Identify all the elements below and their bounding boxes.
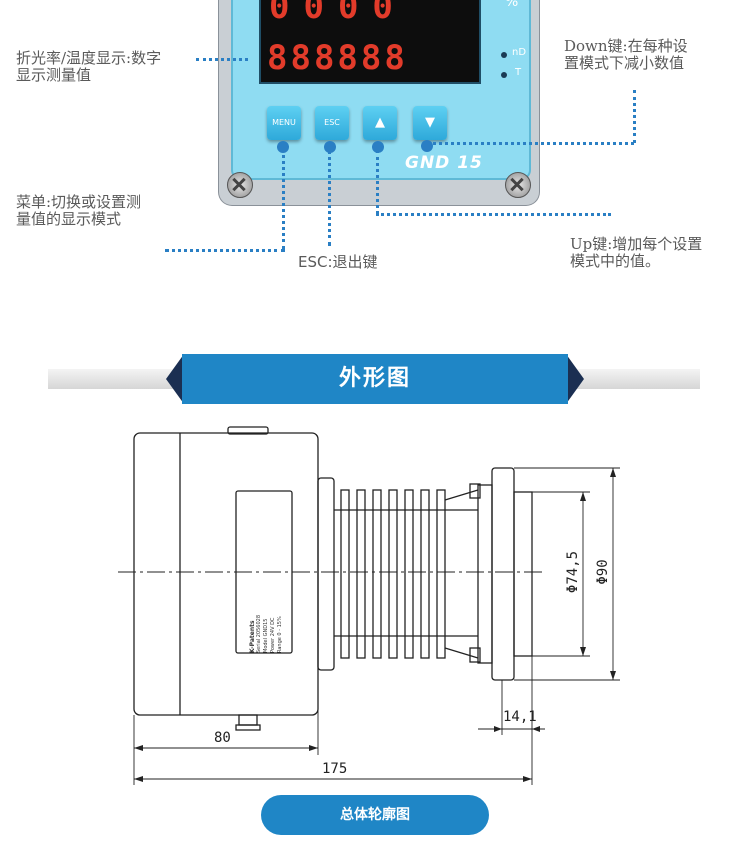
- annotation-display: 折光率/温度显示:数字 显示测量值: [16, 49, 162, 84]
- unit-label: %: [505, 0, 519, 10]
- dim-label-80: 80: [214, 730, 231, 746]
- up-button[interactable]: ▲: [363, 106, 397, 140]
- annotation-menu: 菜单:切换或设置测 量值的显示模式: [16, 193, 142, 228]
- label-line-2: Power 24V DC: [270, 617, 276, 653]
- housing-top-nub: [227, 426, 269, 435]
- pin-esc: [324, 141, 336, 153]
- pin-down: [421, 140, 433, 152]
- label-plate-text: K-Patents Serial 2056028 Model GND15 Pow…: [249, 493, 283, 653]
- dim-label-d90: Φ90: [595, 559, 611, 585]
- leader-menu-v: [282, 148, 285, 250]
- display-window: 0000 888888: [259, 0, 481, 84]
- menu-button[interactable]: MENU: [267, 106, 301, 140]
- leader-up-h: [376, 213, 611, 216]
- banner-arrow-left: [166, 354, 184, 404]
- pin-up: [372, 141, 384, 153]
- led-nd: [501, 52, 507, 58]
- dim-label-175: 175: [322, 761, 348, 777]
- led-t: [501, 72, 507, 78]
- leader-display: [196, 58, 248, 61]
- screw-left: [227, 172, 253, 198]
- led-nd-label: nD: [512, 47, 527, 58]
- annotation-down: Down键:在每种设 置模式下减小数值: [564, 37, 688, 72]
- leader-down-h: [428, 142, 634, 145]
- leader-down-v: [633, 90, 636, 143]
- banner-arrow-right: [566, 354, 584, 404]
- label-line-0: Serial 2056028: [256, 614, 262, 653]
- esc-button[interactable]: ESC: [315, 106, 349, 140]
- dim-label-d745: Φ74,5: [565, 550, 581, 594]
- model-label: GND 15: [405, 153, 483, 173]
- dim-label-141: 14,1: [503, 709, 537, 725]
- led-t-label: T: [515, 67, 522, 78]
- flange: [477, 484, 493, 664]
- screw-right: [505, 172, 531, 198]
- label-line-3: Range 0 - 15%: [277, 616, 283, 653]
- leader-up-v: [376, 150, 379, 214]
- device-face: 0000 888888 % nD T MENU ESC ▲ ▼ GND 15: [231, 0, 531, 180]
- annotation-esc: ESC:退出键: [298, 253, 378, 271]
- housing-body: [133, 432, 319, 716]
- device-panel: 0000 888888 % nD T MENU ESC ▲ ▼ GND 15: [218, 0, 540, 206]
- pin-menu: [277, 141, 289, 153]
- section-title: 外形图: [182, 354, 568, 404]
- label-brand: K-Patents: [249, 620, 256, 653]
- down-button[interactable]: ▼: [413, 106, 447, 140]
- annotation-up: Up键:增加每个设置 模式中的值。: [570, 235, 703, 270]
- caption-pill: 总体轮廓图: [261, 795, 489, 835]
- label-line-1: Model GND15: [263, 618, 269, 653]
- display-bottom-row: 888888: [267, 38, 408, 78]
- cable-connector: [238, 714, 258, 726]
- leader-esc-v: [328, 150, 331, 246]
- display-top-row: 0000: [269, 0, 407, 27]
- leader-menu-h: [165, 249, 285, 252]
